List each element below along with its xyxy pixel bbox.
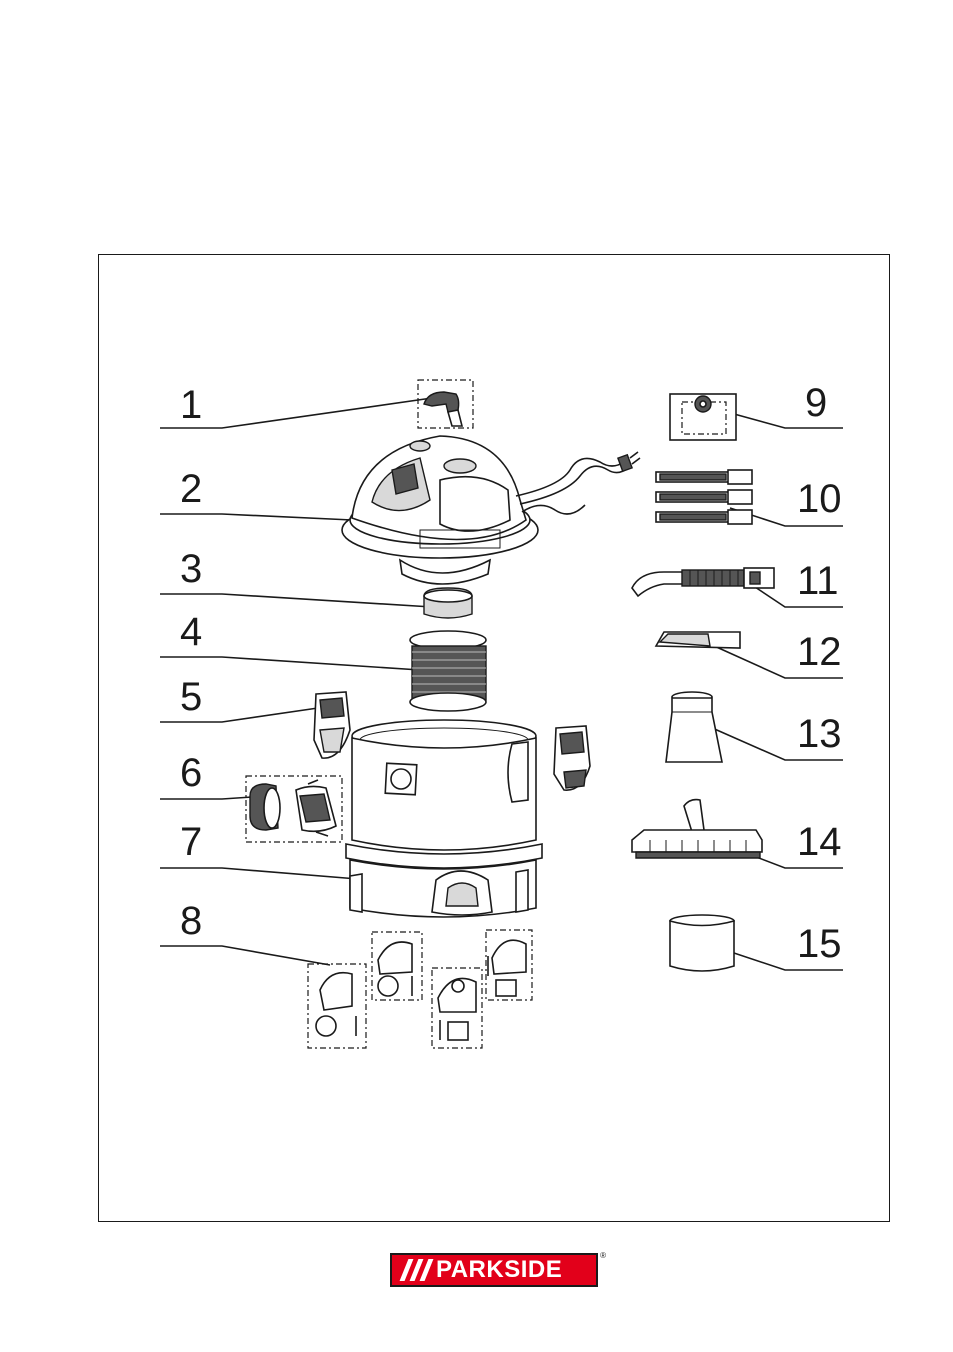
part-number-1: 1 <box>180 383 202 427</box>
leader-8 <box>160 946 330 965</box>
part-number-8: 8 <box>180 899 202 943</box>
part-12-crevice-nozzle-illustration <box>656 632 740 648</box>
part-1-switch-illustration <box>418 380 473 428</box>
part-number-7: 7 <box>180 820 202 864</box>
part-number-3: 3 <box>180 547 202 591</box>
part-3-float-illustration <box>424 588 472 618</box>
leader-4 <box>160 657 420 670</box>
part-numbers-left: 1 2 3 4 5 6 7 8 <box>180 383 202 943</box>
logo-slashes-icon <box>392 1255 436 1285</box>
part-4-filter-illustration <box>410 631 486 711</box>
part-number-6: 6 <box>180 751 202 795</box>
logo-registered-mark: ® <box>600 1251 606 1260</box>
logo-brand-text: PARKSIDE <box>436 1255 562 1285</box>
leader-6 <box>160 797 252 799</box>
part-7-container-illustration <box>346 720 542 917</box>
part-2-motor-head-illustration <box>342 436 640 584</box>
part-numbers-right: 9 10 11 12 13 14 15 <box>797 381 842 966</box>
part-number-4: 4 <box>180 610 202 654</box>
part-13-upholstery-nozzle-illustration <box>666 692 722 762</box>
part-number-12: 12 <box>797 630 842 674</box>
part-9-filter-bag-illustration <box>670 394 736 440</box>
part-14-floor-nozzle-illustration <box>632 800 762 858</box>
parkside-logo: PARKSIDE ® <box>390 1253 598 1287</box>
part-number-5: 5 <box>180 675 202 719</box>
part-11-hose-illustration <box>632 568 774 596</box>
part-number-11: 11 <box>797 559 839 603</box>
part-number-13: 13 <box>797 712 842 756</box>
leader-2 <box>160 514 352 520</box>
part-6-inlet-illustration <box>246 776 342 842</box>
part-number-14: 14 <box>797 820 842 864</box>
part-10-tubes-illustration <box>656 470 752 524</box>
part-number-10: 10 <box>797 477 842 521</box>
part-8-castors-illustration <box>308 930 532 1048</box>
part-number-15: 15 <box>797 922 842 966</box>
part-15-ring-filter-illustration <box>670 915 734 971</box>
leader-7 <box>160 868 370 880</box>
leader-3 <box>160 594 432 607</box>
part-number-9: 9 <box>805 381 827 425</box>
part-number-2: 2 <box>180 467 202 511</box>
